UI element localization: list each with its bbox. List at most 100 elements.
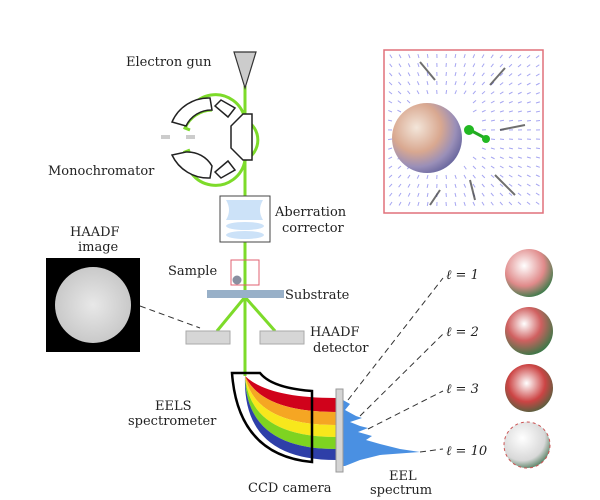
aberration-corrector-icon [219,195,271,243]
mode-label-l1: ℓ = 1 [446,268,479,283]
field-arrow [454,174,457,179]
field-arrow [463,165,467,170]
field-arrow [397,174,402,179]
field-arrow [407,81,411,86]
field-arrow [398,54,402,59]
field-arrow [526,165,531,168]
field-arrow [481,109,486,113]
field-arrow [397,90,402,95]
field-arrow [535,174,540,178]
field-arrow [499,82,504,86]
field-arrow [389,63,393,68]
field-arrow [472,54,476,59]
field-arrow [517,147,523,150]
mode-connectors [347,277,444,453]
field-arrow [526,91,531,95]
field-arrow [481,201,485,206]
haadf-image-label-2: image [78,240,119,255]
field-arrow [490,138,496,141]
field-arrow [472,174,476,179]
field-arrow [535,55,540,59]
field-arrow [499,156,504,160]
field-arrow [490,147,495,150]
field-arrow [463,192,466,197]
field-arrow [481,100,486,104]
field-arrow [472,183,476,188]
field-arrow [388,147,393,150]
field-arrow [426,62,429,68]
field-arrow [388,156,393,160]
substrate-label: Substrate [285,288,350,303]
field-arrow [499,100,504,104]
field-arrow [499,174,504,178]
molecule-icon [464,125,474,135]
field-arrow [389,201,393,206]
eels-label-2: spectrometer [128,414,217,429]
nanoparticle-sphere [392,103,462,173]
field-arrow [407,90,411,95]
field-arrow [526,192,531,196]
scattered-beam-left [215,296,247,332]
electron-gun-icon [233,51,257,91]
field-arrow [526,147,532,150]
field-arrow [535,183,540,187]
field-arrow [472,165,477,170]
field-arrow [398,81,402,86]
field-arrow [472,201,476,206]
field-arrow [517,101,522,104]
field-arrow [490,72,495,77]
field-arrow [526,110,532,113]
field-arrow [472,72,476,77]
field-arrow [499,192,504,197]
field-arrow [508,147,514,150]
field-arrow [481,165,486,169]
field-arrow [517,156,522,159]
field-arrow [508,192,513,197]
mode-sphere-l3 [505,364,553,412]
field-arrow [426,53,429,59]
field-arrow [426,81,429,86]
field-arrow [463,63,466,68]
field-arrow [454,53,457,59]
field-arrow [388,81,393,86]
field-arrow [426,201,429,207]
field-arrow [535,110,541,113]
field-arrow [490,165,495,169]
field-arrow [481,90,486,95]
haadf-connector-line [139,305,201,329]
field-arrow [526,101,531,104]
field-arrow [490,54,494,59]
eel-spectrum-label-2: spectrum [370,483,432,498]
field-arrow [454,90,457,95]
field-arrow [517,201,522,206]
field-arrow [389,192,393,197]
field-arrow [535,201,540,205]
field-arrow [508,174,513,178]
field-arrow [490,183,495,188]
field-arrow [508,110,513,113]
field-arrow [406,99,411,104]
eels-label-1: EELS [155,399,192,414]
substrate [207,290,284,298]
field-arrow [417,201,420,206]
field-arrow [490,174,495,178]
field-arrow [499,183,504,187]
field-arrow [416,90,420,95]
monochromator-label: Monochromator [48,164,155,179]
field-arrow [463,81,467,86]
field-arrow [388,174,393,179]
field-arrow [499,63,504,68]
ccd-camera-label: CCD camera [248,481,332,496]
field-arrow [481,72,485,77]
field-arrow [426,183,429,189]
field-arrow [481,119,486,122]
field-arrow [535,101,540,104]
field-arrow [517,119,523,122]
field-arrow [388,183,393,188]
field-arrow [481,156,486,160]
field-arrow [490,110,495,113]
field-arrow [408,54,411,59]
field-arrow [426,192,429,198]
field-arrow [508,119,514,122]
field-arrow [517,64,522,68]
